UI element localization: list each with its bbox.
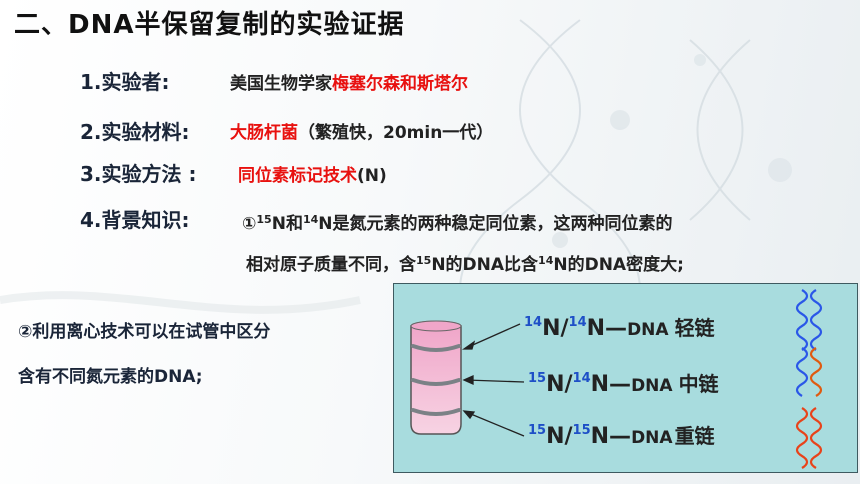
band-heavy bbox=[411, 408, 461, 416]
dna-light-icon bbox=[795, 289, 823, 351]
diagram-svg bbox=[410, 289, 823, 469]
highlight-text: 梅塞尔森和斯塔尔 bbox=[332, 74, 468, 94]
dna-helix-icons bbox=[795, 289, 823, 469]
test-tube bbox=[410, 320, 462, 435]
band-medium bbox=[411, 378, 461, 386]
item-label: 2.实验材料: bbox=[80, 120, 190, 144]
item-material: 2.实验材料: 大肠杆菌（繁殖快，20min一代） bbox=[80, 116, 493, 145]
arrow-heavy bbox=[465, 411, 525, 437]
page-title: 二、DNA半保留复制的实验证据 bbox=[14, 10, 405, 40]
item-value: 美国生物学家梅塞尔森和斯塔尔 bbox=[230, 74, 468, 94]
highlight-text: 大肠杆菌 bbox=[230, 123, 298, 143]
item-experimenter: 1.实验者: 美国生物学家梅塞尔森和斯塔尔 bbox=[80, 66, 468, 95]
background-line-1: ①15N和14N是氮元素的两种稳定同位素，这两种同位素的 bbox=[242, 213, 673, 234]
background-line-2: 相对原子质量不同，含15N的DNA比含14N的DNA密度大; bbox=[246, 254, 684, 275]
arrow-light bbox=[465, 323, 521, 349]
item-label: 1.实验者: bbox=[80, 70, 170, 94]
item-value: 大肠杆菌（繁殖快，20min一代） bbox=[230, 123, 494, 143]
item-label: 3.实验方法 : bbox=[80, 162, 197, 186]
band-light bbox=[411, 344, 461, 352]
dna-medium-icon bbox=[795, 347, 823, 397]
arrow-medium bbox=[465, 379, 525, 383]
centrifuge-line-1: ②利用离心技术可以在试管中区分 bbox=[18, 322, 271, 342]
dna-heavy-icon bbox=[795, 407, 823, 469]
highlight-text: 同位素标记技术 bbox=[238, 166, 357, 186]
item-background: 4.背景知识: bbox=[80, 204, 190, 233]
item-value: 同位素标记技术(N) bbox=[238, 166, 387, 186]
item-label: 4.背景知识: bbox=[80, 208, 190, 232]
item-method: 3.实验方法 : 同位素标记技术(N) bbox=[80, 158, 387, 187]
centrifuge-line-2: 含有不同氮元素的DNA; bbox=[18, 367, 203, 387]
